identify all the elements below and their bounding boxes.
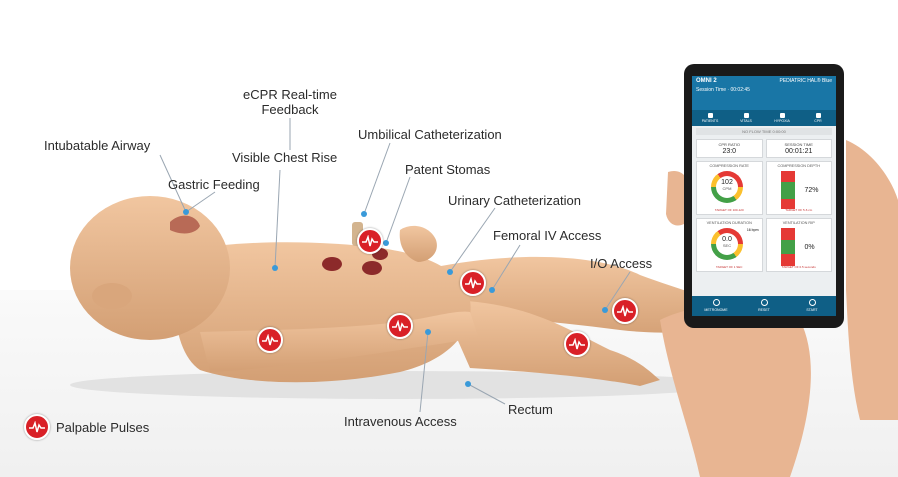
- legend-label: Palpable Pulses: [56, 419, 150, 435]
- manikin-mouth: [170, 215, 200, 234]
- session-time-value: 00:01:21: [785, 148, 813, 155]
- device-name: PEDIATRIC HAL® Blue: [779, 78, 833, 84]
- session-time-cell: SESSION TIME 00:01:21: [765, 139, 832, 158]
- stoma-left: [322, 257, 342, 271]
- tablet-device: OMNI 2 PEDIATRIC HAL® Blue Session Time …: [684, 64, 844, 328]
- ventilation-duration-target: TARGET OF 1 SEC: [716, 265, 743, 269]
- no-flow-value: 0:00:00: [772, 129, 786, 134]
- ventilation-rip-card: VENTILATION RIP 0% TARGET OF 0.5 seconds: [765, 218, 832, 272]
- compression-rate-label: COMPRESSION RATE: [709, 164, 749, 168]
- compression-depth-fill: [780, 181, 795, 199]
- tablet-screen: OMNI 2 PEDIATRIC HAL® Blue Session Time …: [692, 76, 836, 316]
- no-flow-label: NO FLOW TIME: [742, 129, 772, 134]
- compression-rate-value: 102: [721, 179, 733, 186]
- pulse-icon: [257, 327, 283, 353]
- label-gastric-feeding: Gastric Feeding: [168, 177, 260, 192]
- nav-patients[interactable]: PATIENTS: [692, 110, 728, 126]
- label-femoral-iv-access: Femoral IV Access: [493, 228, 602, 243]
- manikin-ear: [92, 283, 132, 309]
- compression-depth-label: COMPRESSION DEPTH: [777, 164, 820, 168]
- pulse-icon: [564, 331, 590, 357]
- pulse-icon: [357, 228, 383, 254]
- cpr-metrics-grid: CPR RATIO 23:0 SESSION TIME 00:01:21 COM…: [692, 137, 836, 274]
- label-intravenous-access: Intravenous Access: [344, 414, 457, 429]
- label-patent-stomas: Patent Stomas: [405, 162, 491, 177]
- compression-rate-unit: CPM: [722, 186, 732, 191]
- metronome-button[interactable]: METRONOME: [692, 296, 740, 316]
- left-hand: [660, 305, 811, 477]
- label-io-access: I/O Access: [590, 256, 653, 271]
- compression-rate-gauge: 102 CPM: [711, 171, 743, 203]
- cpr-ratio-label: CPR RATIO: [718, 142, 740, 147]
- ventilation-duration-gauge: 0.0 SEC: [711, 228, 743, 260]
- label-ecpr-line1: eCPR Real-time: [243, 87, 337, 102]
- tablet-footer: METRONOME RESET START: [692, 296, 836, 316]
- nav-vitals[interactable]: VITALS: [728, 110, 764, 126]
- compression-rate-card: COMPRESSION RATE 102 CPM TARGET OF 100-1…: [696, 161, 763, 215]
- ventilation-rip-target: TARGET OF 0.5 seconds: [781, 265, 816, 269]
- compression-depth-target: TARGET OF 5-6 cm: [785, 208, 813, 212]
- ventilation-duration-label: VENTILATION DURATION: [706, 221, 752, 225]
- left-thumb: [666, 170, 689, 226]
- compression-depth-value: 72%: [804, 187, 819, 194]
- manikin-head: [70, 196, 230, 340]
- label-intubatable-airway: Intubatable Airway: [44, 138, 151, 153]
- session-time-label: SESSION TIME: [784, 142, 813, 147]
- pulse-icon: [387, 313, 413, 339]
- label-urinary-catheterization: Urinary Catheterization: [448, 193, 581, 208]
- tablet-header: OMNI 2 PEDIATRIC HAL® Blue Session Time …: [692, 76, 836, 110]
- pulse-icon: [24, 414, 50, 440]
- label-umbilical-catheterization: Umbilical Catheterization: [358, 127, 502, 142]
- session-value: 00:02:45: [730, 87, 750, 93]
- app-name: OMNI 2: [696, 78, 717, 84]
- cpr-ratio-cell: CPR RATIO 23:0: [696, 139, 763, 158]
- right-hand: [846, 140, 898, 420]
- feature-dots: [183, 209, 608, 387]
- compression-depth-card: COMPRESSION DEPTH 72% TARGET OF 5-6 cm: [765, 161, 832, 215]
- ventilation-rip-label: VENTILATION RIP: [782, 221, 815, 225]
- leader-lines: [159, 118, 631, 413]
- pulse-icon: [612, 298, 638, 324]
- session-label: Session Time: [696, 87, 727, 93]
- compression-depth-bar: [780, 171, 795, 209]
- tablet-nav: PATIENTS VITALS HYPOXIA CPR: [692, 110, 836, 126]
- label-ecpr: eCPR Real-time Feedback: [232, 87, 348, 117]
- stoma-right: [362, 261, 382, 275]
- ventilation-rate: 16 bpm: [746, 228, 759, 232]
- nav-cpr[interactable]: CPR: [800, 110, 836, 126]
- cpr-ratio-value: 23:0: [722, 148, 737, 155]
- nav-hypoxia[interactable]: HYPOXIA: [764, 110, 800, 126]
- start-button[interactable]: START: [788, 296, 836, 316]
- pulse-icon: [460, 270, 486, 296]
- label-ecpr-line2: Feedback: [261, 102, 319, 117]
- label-rectum: Rectum: [508, 402, 553, 417]
- ventilation-rip-value: 0%: [804, 244, 815, 251]
- ventilation-duration-card: VENTILATION DURATION 0.0 SEC 16 bpm TARG…: [696, 218, 763, 272]
- compression-rate-target: TARGET OF 100-120: [714, 208, 744, 212]
- reset-button[interactable]: RESET: [740, 296, 788, 316]
- session-row: Session Time · 00:02:45: [696, 87, 750, 93]
- legend: Palpable Pulses: [24, 414, 149, 440]
- ventilation-duration-value: 0.0: [722, 236, 732, 243]
- no-flow-time: NO FLOW TIME 0:00:00: [696, 128, 832, 135]
- floor-shadow: [70, 371, 730, 399]
- ventilation-rip-bar: [780, 228, 795, 266]
- manikin-lower-leg: [440, 300, 660, 386]
- manikin-raised-hand: [399, 225, 437, 262]
- label-visible-chest-rise: Visible Chest Rise: [232, 150, 338, 165]
- ventilation-duration-unit: SEC: [722, 243, 732, 248]
